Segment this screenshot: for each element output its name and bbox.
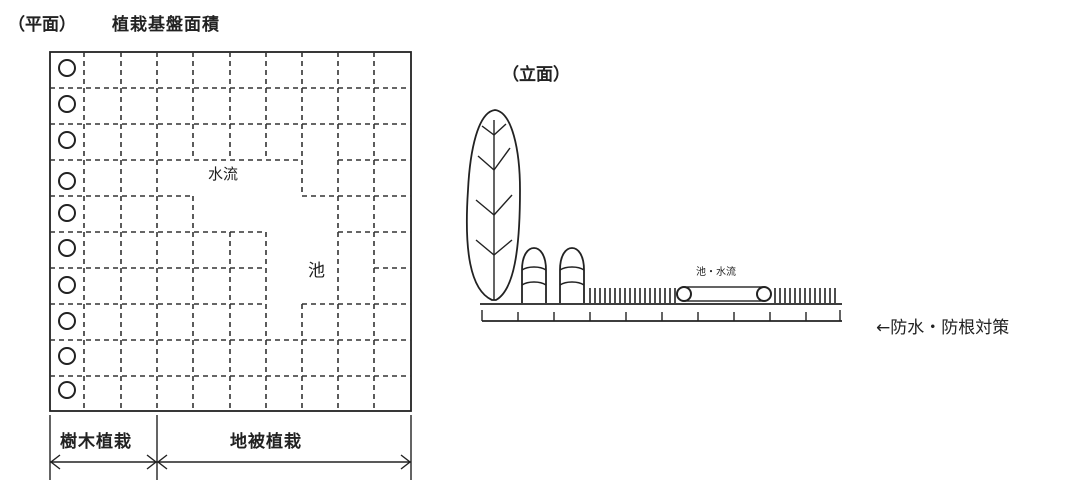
pond-elevation-icon bbox=[676, 286, 772, 302]
tree-marker bbox=[58, 381, 76, 399]
waterproof-root-barrier-note: ←防水・防根対策 bbox=[876, 318, 1010, 338]
tree-marker bbox=[58, 204, 76, 222]
tree-marker bbox=[58, 276, 76, 294]
tree-marker bbox=[58, 347, 76, 365]
pond-label: 池 bbox=[308, 261, 325, 281]
water-flow-label: 水流 bbox=[208, 165, 239, 183]
elevation-view bbox=[465, 109, 842, 322]
grid-vertical-lines bbox=[83, 52, 375, 411]
tree-marker bbox=[58, 59, 76, 77]
tree-marker bbox=[58, 239, 76, 257]
tree-marker bbox=[58, 312, 76, 330]
dimension-lines bbox=[49, 415, 412, 480]
shrub-icon bbox=[559, 247, 585, 303]
grid-horizontal-lines bbox=[50, 87, 411, 377]
tall-tree-icon bbox=[465, 109, 521, 301]
tree-marker bbox=[58, 131, 76, 149]
plan-view-label: （平面） bbox=[8, 15, 76, 35]
pond-water-elevation-label: 池・水流 bbox=[696, 267, 736, 278]
shrub-icon bbox=[521, 247, 547, 303]
plan-view bbox=[49, 51, 412, 480]
tree-planting-label: 樹木植栽 bbox=[60, 432, 132, 452]
ground-cover-planting-label: 地被植栽 bbox=[230, 432, 302, 452]
planting-base-area-title: 植栽基盤面積 bbox=[112, 15, 220, 35]
tree-marker bbox=[58, 95, 76, 113]
ground-cover-hatching bbox=[589, 288, 836, 303]
tree-markers bbox=[58, 59, 76, 399]
elevation-view-label: （立面） bbox=[502, 65, 570, 85]
waterproof-layer bbox=[481, 310, 842, 322]
tree-marker bbox=[58, 172, 76, 190]
